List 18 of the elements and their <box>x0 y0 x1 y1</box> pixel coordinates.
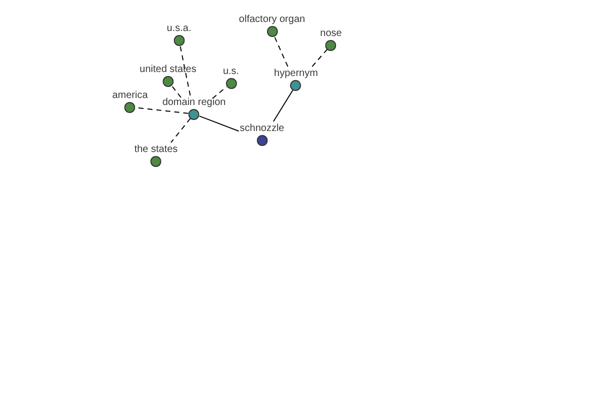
dashed-connector <box>170 118 191 144</box>
node-label: u.s.a. <box>166 22 192 34</box>
dashed-connector <box>274 36 288 68</box>
node-label: united states <box>140 64 196 74</box>
connector-line <box>272 89 294 122</box>
node-label: schnozzle <box>240 122 284 134</box>
node-label: olfactory organ <box>238 14 306 24</box>
connector-line <box>198 116 240 132</box>
dashed-connector <box>212 86 228 99</box>
node-label: america <box>112 90 148 100</box>
node-label: the states <box>134 144 178 154</box>
dashed-connector <box>171 85 182 98</box>
dashed-connector <box>312 48 328 68</box>
dashed-connector <box>180 45 191 96</box>
node-label: nose <box>320 28 342 38</box>
node-label: hypernym <box>274 68 318 78</box>
node-label: domain region <box>162 96 226 108</box>
node-label: u.s. <box>222 66 240 76</box>
